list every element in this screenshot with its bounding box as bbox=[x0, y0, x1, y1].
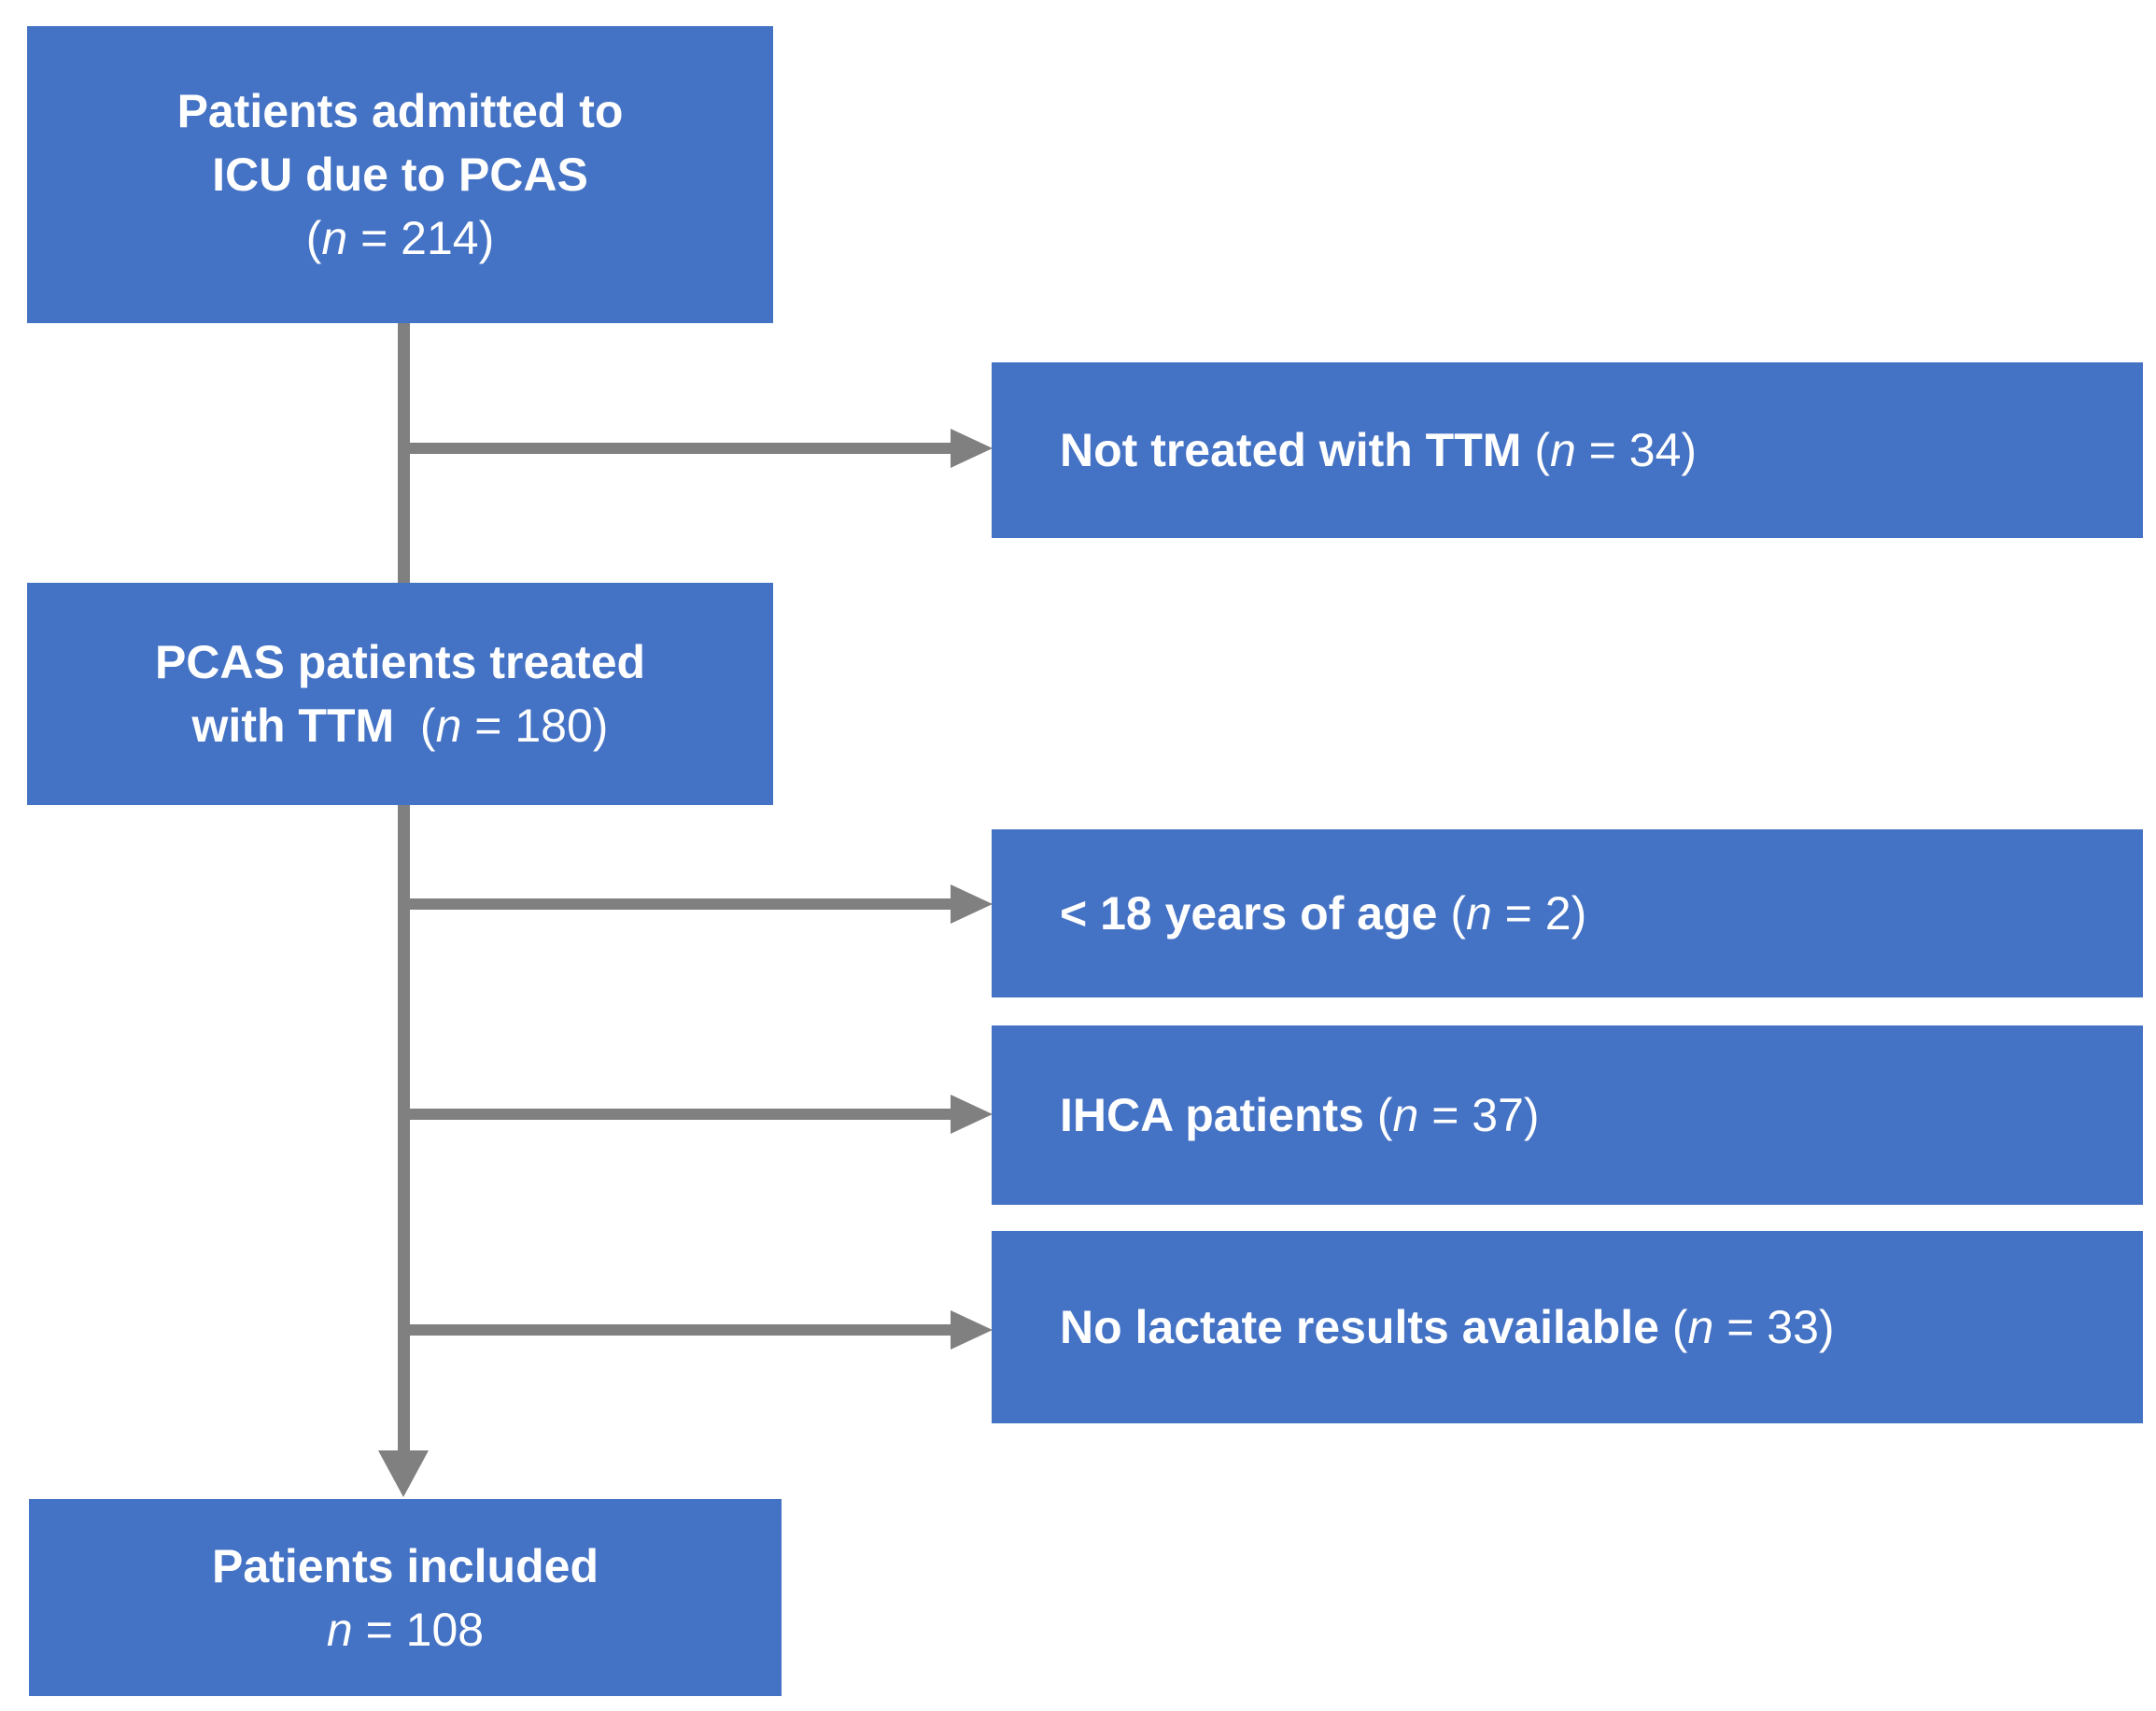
node-label: Not treated with TTM bbox=[1060, 424, 1522, 476]
arrowhead-down-icon bbox=[378, 1450, 429, 1497]
paren-open: ( bbox=[394, 700, 436, 752]
paren-open: ( bbox=[1658, 1301, 1688, 1353]
connector-branch-no-lactate bbox=[398, 1324, 951, 1336]
node-label: IHCA patients bbox=[1060, 1089, 1364, 1141]
n-symbol: n bbox=[321, 212, 348, 264]
n-symbol: n bbox=[326, 1603, 353, 1656]
paren-open: ( bbox=[1437, 887, 1466, 940]
connector-branch-not-ttm bbox=[398, 443, 951, 454]
arrowhead-right-icon bbox=[951, 1095, 993, 1134]
count-value: = 37) bbox=[1418, 1089, 1540, 1141]
count-value: = 2) bbox=[1491, 887, 1587, 940]
node-text-line: PCAS patients treated bbox=[154, 636, 646, 688]
node-label: < 18 years of age bbox=[1060, 887, 1438, 940]
paren-open: ( bbox=[1363, 1089, 1393, 1141]
arrowhead-right-icon bbox=[951, 429, 993, 468]
node-text-line: Not treated with TTM (n = 34) bbox=[1060, 418, 2115, 482]
node-count-line: n = 108 bbox=[29, 1598, 782, 1662]
node-text-line: Patients admitted to bbox=[176, 85, 624, 137]
node-text-line: ICU due to PCAS bbox=[212, 148, 588, 201]
arrowhead-right-icon bbox=[951, 884, 993, 924]
node-count-line: (n = 214) bbox=[27, 206, 773, 270]
node-patients-admitted: Patients admitted to ICU due to PCAS (n … bbox=[27, 26, 773, 323]
node-no-lactate: No lactate results available (n = 33) bbox=[992, 1231, 2143, 1423]
connector-main-stem bbox=[398, 322, 410, 1453]
node-under-18: < 18 years of age (n = 2) bbox=[992, 829, 2143, 997]
n-symbol: n bbox=[1392, 1089, 1419, 1141]
count-value: = 180) bbox=[461, 700, 609, 752]
node-text-line: < 18 years of age (n = 2) bbox=[1060, 882, 2115, 945]
arrowhead-right-icon bbox=[951, 1310, 993, 1350]
node-text-line: No lactate results available (n = 33) bbox=[1060, 1295, 2115, 1359]
count-value: = 108 bbox=[352, 1603, 485, 1656]
n-symbol: n bbox=[1465, 887, 1492, 940]
node-pcas-treated-ttm: PCAS patients treated with TTM (n = 180) bbox=[27, 583, 773, 805]
node-label: No lactate results available bbox=[1060, 1301, 1659, 1353]
node-patients-included: Patients included n = 108 bbox=[29, 1499, 782, 1696]
count-value: = 214) bbox=[347, 212, 495, 264]
n-symbol: n bbox=[435, 700, 462, 752]
paren-open: ( bbox=[305, 212, 322, 264]
paren-open: ( bbox=[1521, 424, 1550, 476]
node-text-line: with TTM (n = 180) bbox=[27, 694, 773, 757]
n-symbol: n bbox=[1549, 424, 1576, 476]
node-label: with TTM bbox=[191, 700, 395, 752]
node-text-line: Patients included bbox=[212, 1539, 599, 1592]
node-ihca-patients: IHCA patients (n = 37) bbox=[992, 1025, 2143, 1205]
connector-branch-ihca bbox=[398, 1109, 951, 1120]
connector-branch-under18 bbox=[398, 898, 951, 910]
count-value: = 34) bbox=[1575, 424, 1698, 476]
n-symbol: n bbox=[1687, 1301, 1714, 1353]
count-value: = 33) bbox=[1713, 1301, 1835, 1353]
node-text-line: IHCA patients (n = 37) bbox=[1060, 1083, 2115, 1147]
node-not-treated-ttm: Not treated with TTM (n = 34) bbox=[992, 362, 2143, 538]
